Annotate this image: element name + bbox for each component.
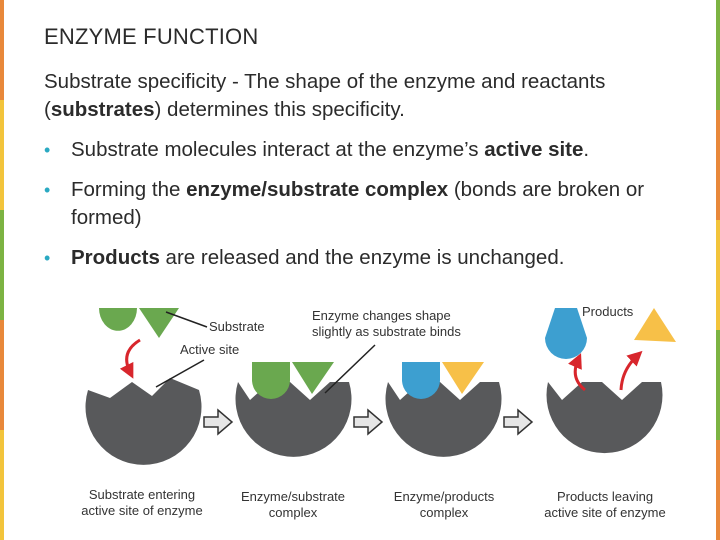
bullet-text: are released and the enzyme is unchanged…: [159, 246, 565, 269]
product-triangle-4: [634, 308, 676, 342]
bullet-bold: Products: [71, 246, 160, 269]
bullet-text: Forming the: [71, 178, 187, 201]
product-triangle-3: [442, 362, 484, 394]
bullet-item: • Products are released and the enzyme is…: [44, 244, 684, 272]
substrate-pointer: [165, 311, 208, 328]
shape-change-label-1: Enzyme changes shape: [312, 308, 451, 323]
step-caption-4b: active site of enzyme: [544, 505, 665, 520]
active-site-label: Active site: [180, 342, 239, 357]
substrate-label: Substrate: [209, 319, 265, 334]
substrate-semicircle-2: [252, 362, 290, 399]
enzyme-3: [385, 382, 502, 457]
shape-change-label-2: slightly as substrate binds: [312, 324, 461, 339]
bullet-text: (bonds are broken or formed): [71, 178, 645, 229]
bullet-item: • Substrate molecules interact at the enz…: [44, 136, 684, 164]
release-arrow-2: [619, 350, 643, 391]
step-caption-2a: Enzyme/substrate: [241, 489, 345, 504]
bullet-list: • Substrate molecules interact at the enz…: [44, 136, 684, 284]
bullet-bold: enzyme/substrate complex: [186, 178, 449, 201]
right-color-edge: [716, 0, 720, 540]
bullet-item: • Forming the enzyme/substrate complex (b…: [44, 176, 684, 232]
active-site-pointer: [155, 359, 205, 388]
intro-text-2: ) determines this specificity.: [154, 98, 405, 121]
substrate-triangle-2: [292, 362, 334, 394]
enzyme-4: [546, 382, 663, 454]
product-semicircle-3: [402, 362, 440, 399]
step-arrow-2: [353, 408, 384, 436]
bullet-bold: active site: [484, 138, 584, 161]
intro-paragraph: Substrate specificity - The shape of the…: [44, 68, 684, 124]
step-caption-3b: complex: [420, 505, 469, 520]
step-caption-4a: Products leaving: [557, 489, 653, 504]
bullet-text: Substrate molecules interact at the enzy…: [71, 138, 485, 161]
shape-change-pointer: [324, 344, 376, 394]
bullet-text: .: [583, 138, 590, 161]
product-semicircle-4: [545, 308, 587, 359]
step-caption-1b: active site of enzyme: [81, 503, 202, 518]
step-caption-3a: Enzyme/products: [394, 489, 495, 504]
release-arrow-1: [568, 353, 586, 392]
slide-title: ENZYME FUNCTION: [44, 24, 259, 49]
step-caption-1a: Substrate entering: [89, 487, 195, 502]
left-color-edge: [0, 0, 4, 540]
enzyme-2: [235, 382, 352, 457]
intro-text-1: Substrate specificity - The shape of the…: [44, 70, 606, 121]
entry-arrow: [119, 338, 141, 379]
step-arrow-1: [203, 408, 234, 436]
bullet-dot-icon: •: [44, 140, 51, 160]
bullet-dot-icon: •: [44, 180, 51, 200]
intro-bold: substrates: [50, 98, 155, 121]
step-caption-2b: complex: [269, 505, 318, 520]
bullet-dot-icon: •: [44, 248, 51, 268]
substrate-triangle-1: [139, 308, 179, 338]
substrate-semicircle-1: [99, 308, 137, 331]
enzyme-diagram: Substrate Active site Enzyme changes sha…: [81, 304, 676, 520]
step-arrow-3: [503, 408, 534, 436]
enzyme-1: [85, 378, 202, 465]
products-label: Products: [582, 304, 634, 319]
